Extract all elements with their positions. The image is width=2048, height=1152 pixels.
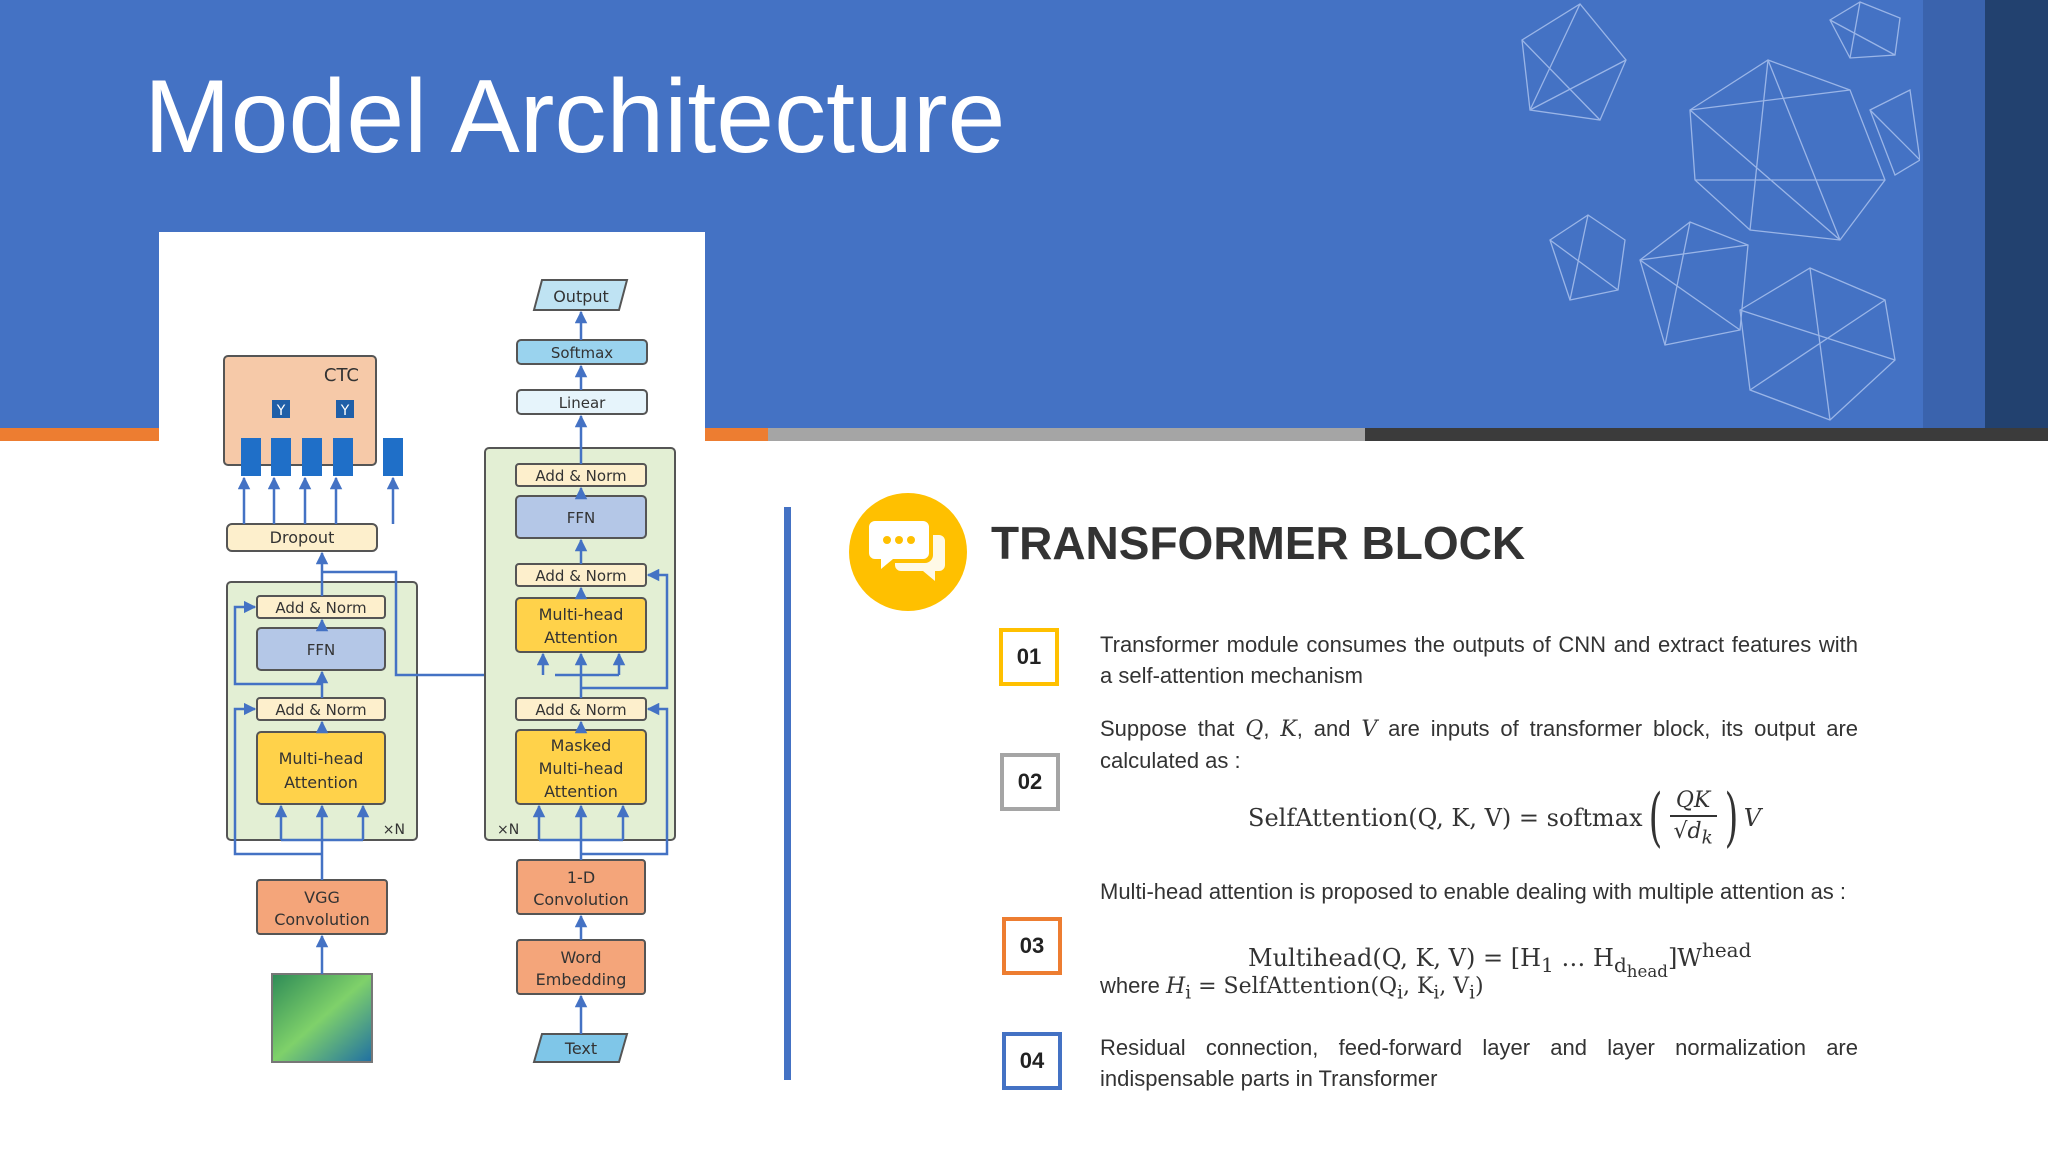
output-token-label: Y	[276, 403, 286, 419]
ctc-block: CTC Y Y	[223, 355, 403, 476]
ffn-label: FFN	[307, 641, 335, 659]
item-text: Multi-head attention is proposed to enab…	[1100, 879, 1847, 904]
repeat-label: ×N	[497, 822, 519, 838]
repeat-label: ×N	[383, 822, 405, 838]
spectrogram-image	[271, 973, 373, 1063]
divider-line	[784, 507, 791, 1080]
output-box	[532, 279, 629, 311]
conv1d-label: Convolution	[533, 890, 629, 909]
item-text: Transformer module consumes the outputs …	[1100, 632, 1858, 688]
page-title: Model Architecture	[144, 59, 1006, 175]
header-stripe	[1923, 0, 1985, 428]
output-token-label: Y	[340, 403, 350, 419]
section-title: TRANSFORMER BLOCK	[991, 517, 1526, 569]
add-norm-label: Add & Norm	[535, 467, 626, 485]
self-attention-formula: SelfAttention(Q, K, V) = softmax ( QK√dk…	[1248, 781, 1762, 855]
conv1d-label: 1-D	[567, 868, 595, 887]
embedding-label: Embedding	[536, 970, 627, 989]
embedding-label: Word	[560, 948, 601, 967]
item-number: 01	[999, 628, 1059, 686]
vgg-label: Convolution	[274, 910, 370, 929]
multihead-formula: Multihead(Q, K, V) = [H1 … Hdhead]Whead	[1248, 938, 1752, 981]
linear-label: Linear	[559, 394, 606, 412]
masked-attention-label: Multi-head	[539, 759, 624, 778]
attention-label: Attention	[284, 773, 358, 792]
softmax-label: Softmax	[551, 344, 613, 362]
item-number: 02	[1000, 753, 1060, 811]
dropout-box	[226, 523, 378, 552]
header-stripe-dark	[1985, 0, 2048, 428]
add-norm-label: Add & Norm	[275, 701, 366, 719]
add-norm-label: Add & Norm	[535, 567, 626, 585]
output-label: Output	[553, 287, 609, 306]
where-clause: where Hi = SelfAttention(Qi, Ki, Vi)	[1100, 973, 1484, 1004]
architecture-diagram: CTC Y Y Dropout Add & Norm FFN Add & Nor…	[159, 232, 705, 1082]
multihead-attention-box	[256, 731, 386, 805]
polygon-decoration	[1521, 1, 1920, 421]
add-norm-label: Add & Norm	[275, 599, 366, 617]
item-number: 04	[1002, 1032, 1062, 1090]
item-number: 03	[1002, 917, 1062, 975]
accent-bar-gray	[768, 428, 1365, 441]
vgg-label: VGG	[304, 888, 340, 907]
attention-label: Multi-head	[539, 605, 624, 624]
item-text: Residual connection, feed-forward layer …	[1100, 1035, 1858, 1091]
masked-attention-label: Masked	[551, 736, 612, 755]
text-input-label: Text	[564, 1039, 597, 1058]
ffn-label: FFN	[567, 509, 595, 527]
attention-label: Attention	[544, 628, 618, 647]
accent-bar-dark	[1365, 428, 2048, 441]
add-norm-label: Add & Norm	[535, 701, 626, 719]
chat-bubbles-icon	[869, 521, 945, 581]
attention-label: Multi-head	[279, 749, 364, 768]
dropout-label: Dropout	[270, 528, 335, 547]
ctc-label: CTC	[324, 365, 359, 386]
text-input-box	[532, 1033, 629, 1063]
item-text: Suppose that Q, K, and V are inputs of t…	[1100, 716, 1858, 773]
chat-badge	[849, 493, 967, 611]
masked-attention-label: Attention	[544, 782, 618, 801]
